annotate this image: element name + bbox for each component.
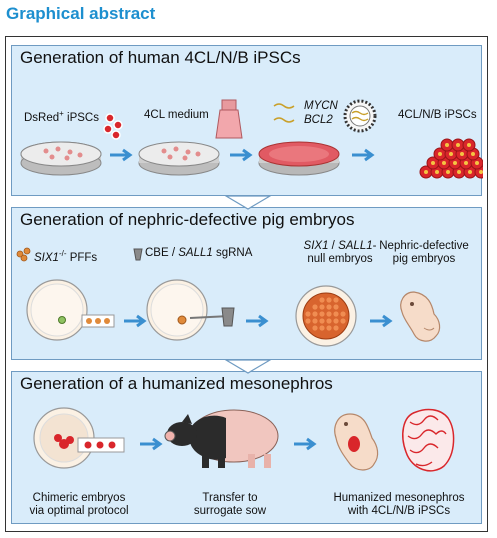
ipsc-nucleus: [453, 161, 457, 165]
ipsc-nucleus: [431, 161, 435, 165]
oocyte-icon: [146, 279, 208, 341]
page-title: Graphical abstract: [6, 4, 156, 23]
blastomere: [326, 311, 332, 317]
panel-title: Generation of a humanized mesonephros: [20, 374, 333, 393]
mycn-label: MYCN: [304, 100, 338, 112]
arrow-icon: [246, 314, 269, 328]
ipsc-nucleus: [468, 170, 472, 174]
4cl-medium-label: 4CL medium: [144, 109, 209, 121]
ipsc-nucleus: [449, 152, 453, 156]
panel-pig-embryos: Generation of nephric-defective pig embr…: [11, 207, 482, 360]
cbe-sgrna-label: CBE / SALL1 sgRNA: [145, 247, 253, 259]
ipsc-nucleus: [424, 170, 428, 174]
blastomere: [326, 304, 332, 310]
blastomere: [319, 325, 325, 331]
ipsc-colony-icon: [419, 138, 483, 179]
blastomere: [326, 297, 332, 303]
ipsc-nucleus: [460, 152, 464, 156]
blastomere: [305, 311, 311, 317]
six1-pffs-label: SIX1-/- PFFs: [34, 249, 98, 264]
arrow-icon: [352, 148, 375, 162]
humanized-embryo-icon: [334, 413, 379, 471]
arrow-icon: [230, 148, 253, 162]
blastomere: [340, 311, 346, 317]
panel-2-illustrations: [16, 247, 441, 347]
blastomere: [333, 325, 339, 331]
blastomere: [305, 318, 311, 324]
blastomere: [312, 325, 318, 331]
blastomere: [319, 311, 325, 317]
ipsc-nucleus: [446, 170, 450, 174]
ipsc-nucleus: [456, 143, 460, 147]
null-embryos-label: SIX1 / SALL1-null embryos: [303, 240, 377, 265]
petri-dish-red-icon: [258, 141, 340, 176]
arrow-icon: [124, 314, 147, 328]
blastomere: [312, 304, 318, 310]
injection-needle-icon: [189, 307, 235, 327]
blastomere: [319, 318, 325, 324]
surrogate-sow-icon: [164, 409, 279, 468]
blastomere: [319, 304, 325, 310]
arrow-icon: [140, 437, 163, 451]
arrow-icon: [110, 148, 133, 162]
ipsc-nucleus: [464, 161, 468, 165]
ipsc-nucleus: [467, 143, 471, 147]
dsred-cell-cluster-icon: [103, 113, 123, 140]
arrow-icon: [294, 437, 317, 451]
ipsc-nucleus: [479, 170, 483, 174]
micropipette-icon: [81, 314, 115, 328]
blastomere: [333, 304, 339, 310]
ipsc-nucleus: [438, 152, 442, 156]
ipsc-nucleus: [475, 161, 479, 165]
blastomere: [312, 318, 318, 324]
ipsc-nucleus: [442, 161, 446, 165]
ipsc-nucleus: [471, 152, 475, 156]
panel-3-illustrations: [33, 407, 455, 472]
ipsc-nucleus: [445, 143, 449, 147]
blastomere: [326, 318, 332, 324]
panel-ipsc-generation: Generation of human 4CL/N/B iPSCs DsRed+…: [11, 45, 483, 196]
blastomere: [319, 297, 325, 303]
blastomere: [326, 325, 332, 331]
null-embryo-icon: [295, 285, 357, 347]
panel-humanized-mesonephros: Generation of a humanized mesonephros Ch…: [11, 371, 482, 524]
blastomere: [340, 318, 346, 324]
4cl-ipscs-label: 4CL/N/B iPSCs: [398, 109, 477, 121]
panel-title: Generation of nephric-defective pig embr…: [20, 210, 355, 229]
pig-embryo-fetus-icon: [400, 291, 441, 342]
blastomere: [333, 318, 339, 324]
medium-flask-icon: [215, 99, 243, 139]
petri-dish-icon: [138, 141, 220, 176]
gene-strands-icon: [273, 103, 295, 123]
oocyte-icon: [26, 279, 88, 341]
panel-1-illustrations: [20, 99, 483, 179]
pff-cells-icon: [16, 247, 31, 262]
dsred-ipscs-label: DsRed+ iPSCs: [24, 109, 99, 124]
petri-dish-icon: [20, 141, 102, 176]
blastomere: [312, 311, 318, 317]
panel-title: Generation of human 4CL/N/B iPSCs: [20, 48, 301, 67]
blastomere: [333, 311, 339, 317]
ipsc-nucleus: [435, 170, 439, 174]
ipsc-nucleus: [457, 170, 461, 174]
mesonephros-tissue-icon: [402, 408, 455, 472]
chimeric-embryo-icon: [33, 407, 125, 469]
virus-icon: [343, 99, 377, 133]
bcl2-label: BCL2: [304, 114, 333, 126]
sgrna-tube-icon: [133, 248, 143, 261]
blastomere: [333, 297, 339, 303]
arrow-icon: [370, 314, 393, 328]
